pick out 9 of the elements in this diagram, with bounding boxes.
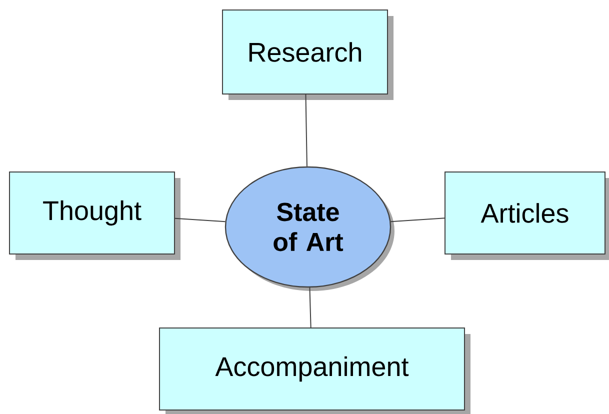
- connector-line: [309, 287, 312, 328]
- text-box: Research: [222, 10, 394, 100]
- text-box: Thought: [9, 172, 180, 260]
- connector-line: [305, 94, 308, 167]
- text-box: Articles: [444, 172, 609, 260]
- connector-line: [174, 218, 226, 222]
- text-box: Accompaniment: [159, 327, 470, 414]
- connector-line: [390, 218, 445, 222]
- ellipse-node: State of Art: [224, 166, 394, 291]
